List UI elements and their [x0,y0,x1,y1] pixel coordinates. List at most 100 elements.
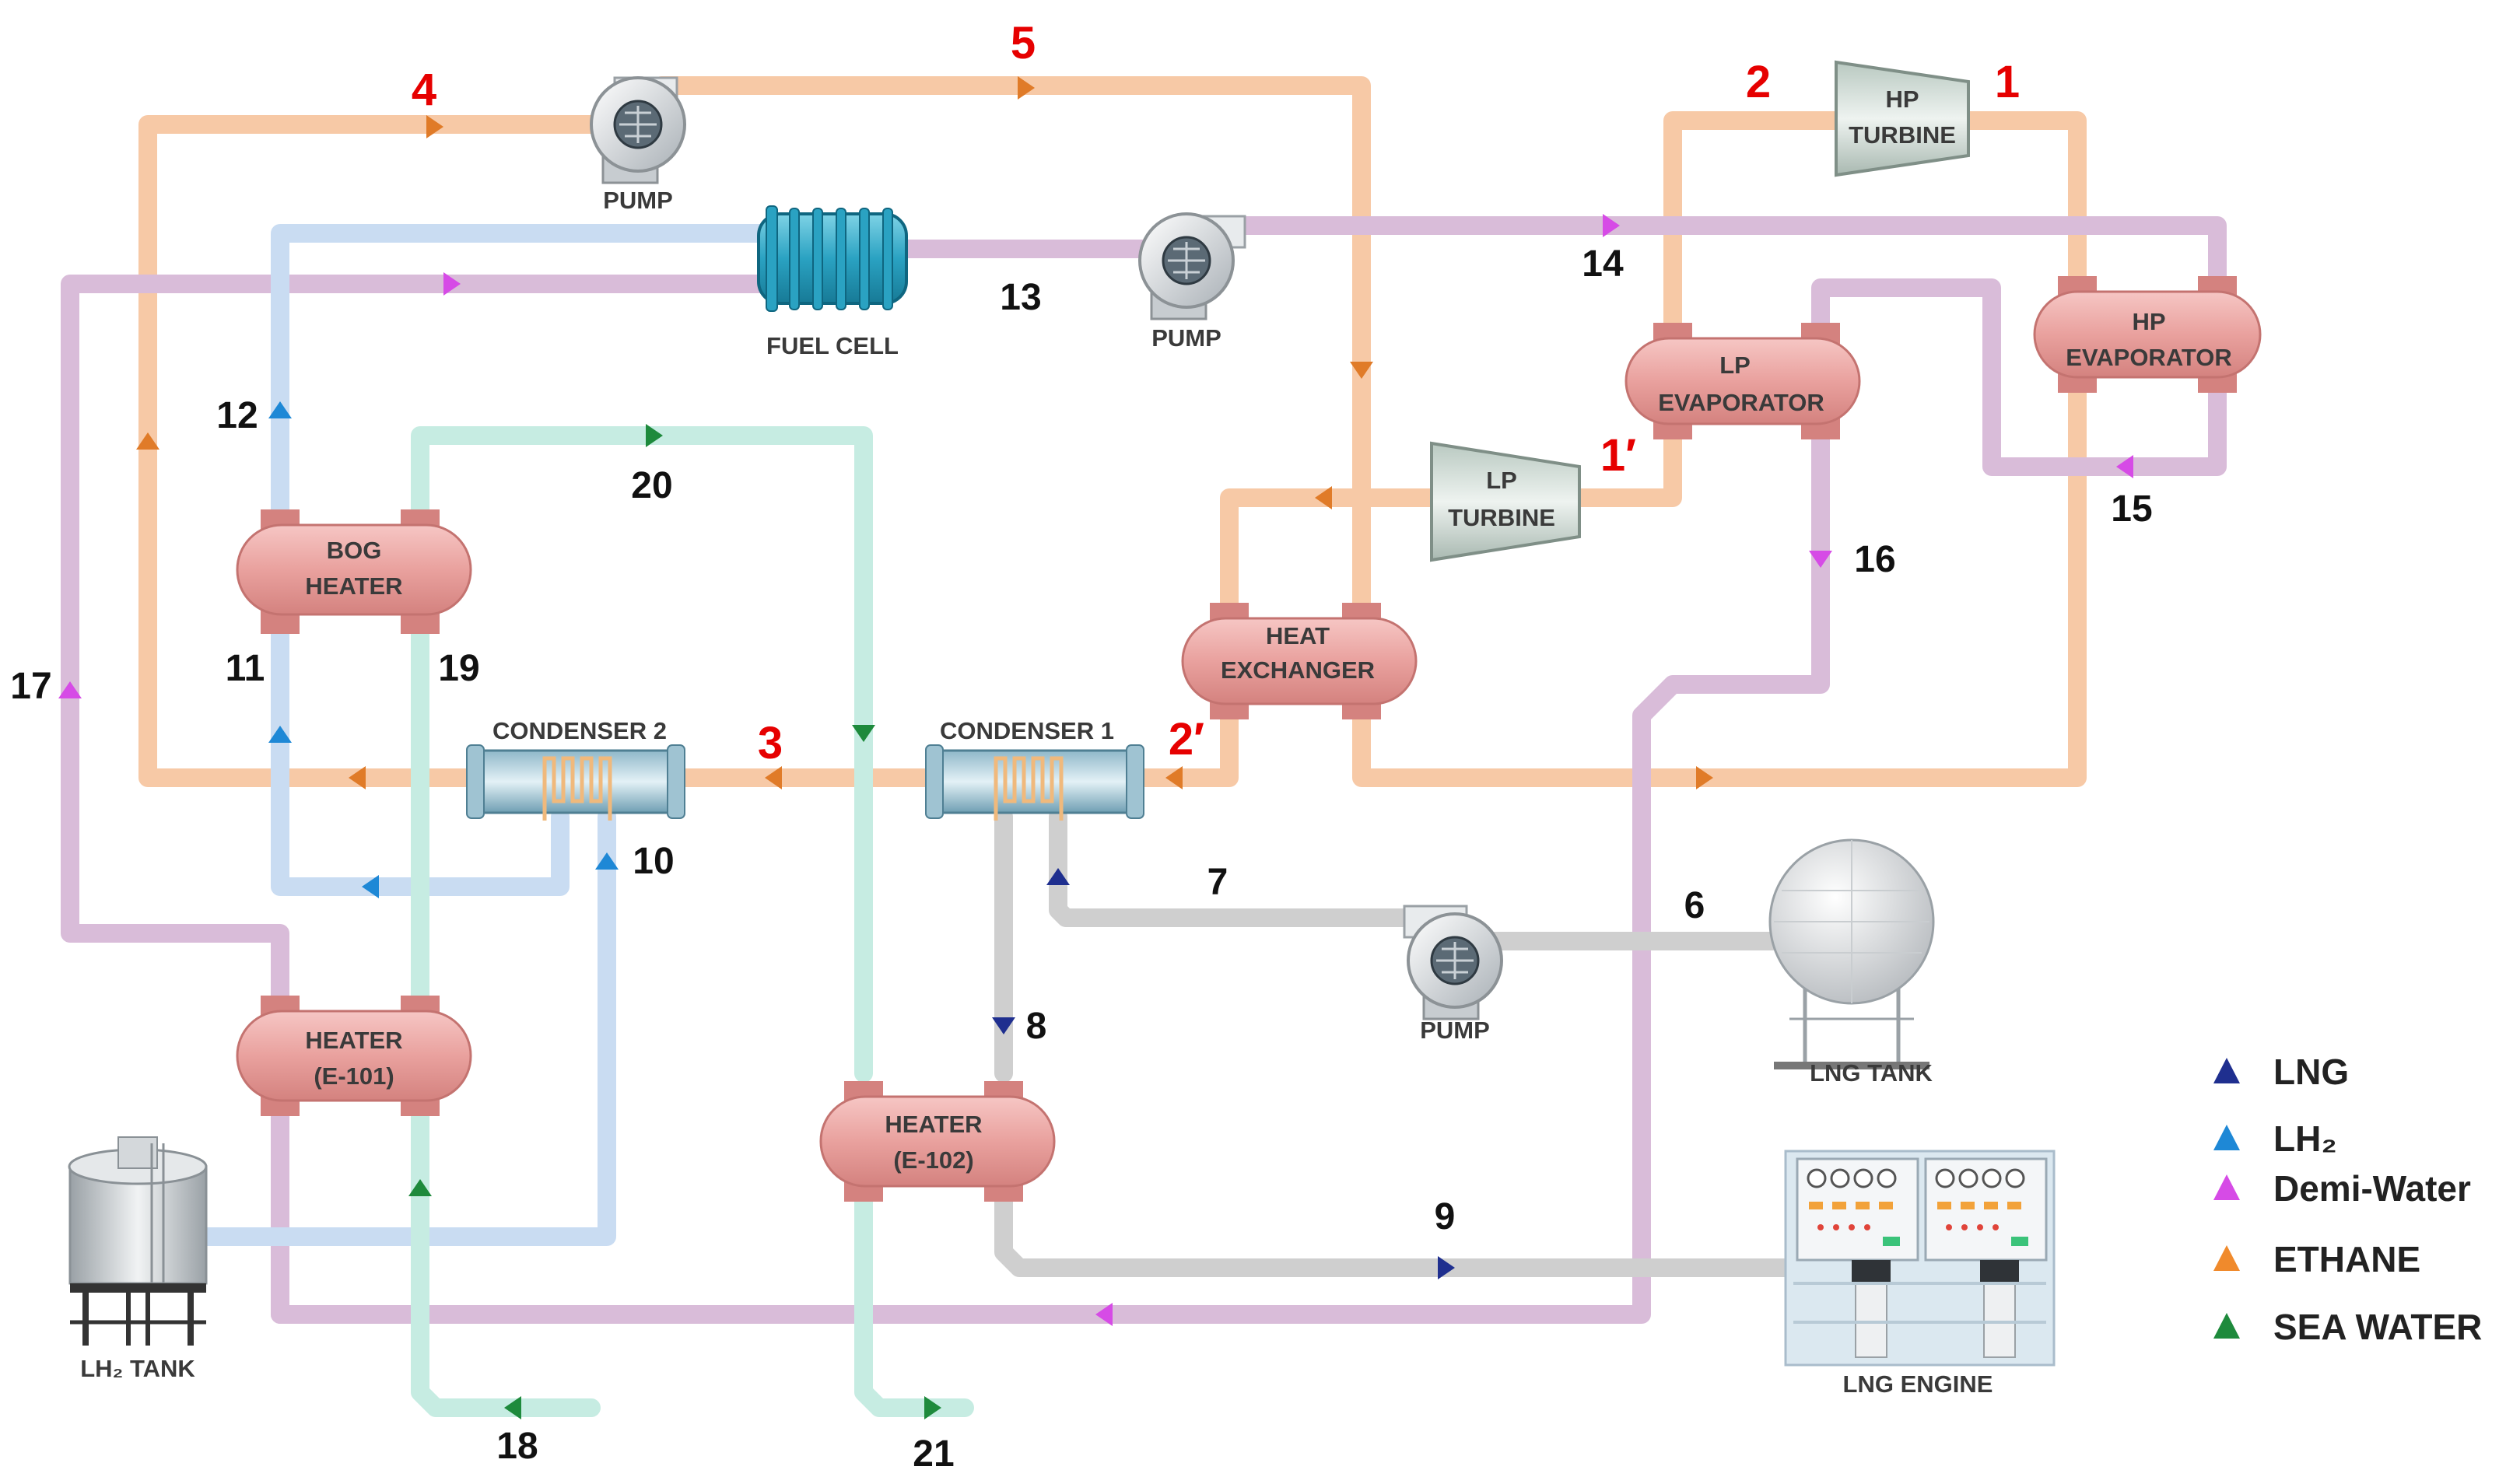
flow-arrow-demi-water-17 [58,681,82,698]
stream-10: 10 [633,841,674,882]
pump-middle-label: PUMP [1151,324,1221,352]
stream-13: 13 [1000,277,1041,318]
flow-arrow-sea-water-18 [504,1396,521,1419]
legend-ethane-label: ETHANE [2273,1239,2420,1279]
legend-item-lng: LNG [2213,1052,2349,1092]
flow-arrow-lh2-bottom [362,875,379,898]
flow-arrow-ethane-left-riser [136,432,159,450]
stream-20: 20 [631,465,672,506]
condenser-2: CONDENSER 2 [466,717,685,821]
flow-arrow-demi-water-14 [1603,214,1620,237]
legend-lh2-label: LH₂ [2273,1118,2337,1159]
pump-middle: PUMP [1138,212,1246,352]
legend: LNG LH₂ Demi-Water ETHANE SEA WATER [2213,1052,2482,1347]
condenser-2-coil-icon [542,756,612,821]
heat-exchanger-label-line1: HEAT [1266,622,1330,649]
heater-e102: HEATER (E-102) [819,1081,1056,1202]
condenser-1-coil-icon [994,756,1064,821]
demi-water-pipes [61,216,2227,1324]
flow-arrow-ethane-4 [426,115,443,138]
lp-evaporator-label-line2: EVAPORATOR [1658,389,1824,416]
condenser-1: CONDENSER 1 [925,717,1144,821]
stream-11: 11 [226,648,265,689]
flow-arrow-sea-water-down [852,725,875,742]
legend-item-sea-water: SEA WATER [2213,1307,2482,1347]
legend-sea-water-label: SEA WATER [2273,1307,2482,1347]
lp-turbine-label-line1: LP [1486,467,1517,494]
flow-arrow-sea-water-21 [924,1396,941,1419]
heater-e102-label-line2: (E-102) [893,1146,973,1174]
flow-arrow-sea-water-up [408,1179,432,1196]
demi-water-pipe-heater-to-fc [61,275,772,1020]
flow-arrow-lh2-10 [595,852,619,870]
lng-engine-label: LNG ENGINE [1843,1370,1993,1398]
flow-arrow-ethane-bottom [1696,766,1713,789]
legend-item-lh2: LH₂ [2213,1118,2337,1159]
flow-arrow-demi-water-bottom [1095,1303,1113,1326]
stream-14: 14 [1582,243,1624,285]
fuel-cell: FUEL CELL [757,205,908,359]
demi-water-pipe-lp-evap-down [271,395,1830,1324]
state-point-1-prime: 1′ [1600,430,1636,481]
legend-lh2-triangle-icon [2213,1125,2240,1150]
lp-turbine: LP TURBINE [1430,441,1581,562]
flow-arrow-lh2-12 [268,401,292,418]
ethane-pipe-lp-turbine-to-hx [1220,488,1441,632]
sea-water-pipe-e102-to-21 [854,1173,974,1417]
stream-15: 15 [2111,488,2152,530]
heater-e101: HEATER (E-101) [236,996,472,1116]
heat-exchanger-label-line2: EXCHANGER [1221,656,1375,684]
ethane-pipe-hx-to-hp-evap [1352,691,2087,787]
bog-heater-label-line1: BOG [327,537,382,564]
stream-12: 12 [216,395,258,436]
lng-pipes [994,807,1838,1277]
ethane-pipe-lp-evap-to-lp-turbine [1570,403,1682,507]
flow-arrow-demi-water-16 [1809,551,1832,568]
heater-e102-label-line1: HEATER [885,1111,982,1138]
stream-16: 16 [1854,539,1895,580]
ethane-pipes [138,76,2087,787]
legend-lng-label: LNG [2273,1052,2349,1092]
state-point-2-prime: 2′ [1169,714,1204,765]
flow-arrow-ethane-down [1350,362,1373,379]
hp-evaporator-label-line1: HP [2132,308,2165,335]
flow-arrow-ethane-3-left [349,766,366,789]
stream-9: 9 [1435,1196,1456,1237]
state-point-5: 5 [1011,18,1036,68]
flow-arrow-ethane-5 [1018,76,1035,100]
pump-lng: PUMP [1403,905,1503,1044]
stream-6: 6 [1684,885,1705,926]
lng-pipe-pump-to-condenser1 [1049,807,1425,927]
lp-turbine-label-line2: TURBINE [1448,504,1555,531]
stream-labels: 6 7 8 9 10 11 12 13 14 15 16 17 18 19 20… [10,243,2152,1475]
hp-turbine: HP TURBINE [1835,60,1970,177]
flow-arrow-ethane-2prime [1165,766,1183,789]
flow-arrow-lh2-11 [268,726,292,743]
stream-7: 7 [1207,862,1228,903]
stream-8: 8 [1026,1006,1047,1047]
hp-evaporator: HP EVAPORATOR [2033,276,2262,393]
sea-water-pipe-18-to-bog [411,1080,601,1417]
state-point-2: 2 [1746,57,1771,107]
heater-e101-label-line1: HEATER [305,1027,402,1054]
pump-top: PUMP [590,76,686,214]
ethane-pipe-pump-to-hx [652,76,1371,632]
sea-water-pipes [411,426,974,1417]
pump-lng-label: PUMP [1420,1017,1490,1044]
legend-demi-water-triangle-icon [2213,1174,2240,1200]
flow-arrow-sea-water-20 [646,424,663,447]
lp-evaporator-label-line1: LP [1719,352,1751,379]
flow-arrow-lng-8 [992,1017,1015,1034]
legend-item-ethane: ETHANE [2213,1239,2420,1279]
state-point-4: 4 [412,65,436,115]
lh2-tank: LH₂ TANK [68,1136,208,1382]
fuel-cell-label: FUEL CELL [766,332,899,359]
state-point-1: 1 [1995,57,2020,107]
sea-water-pipe-bog-to-top [411,426,873,1083]
lng-tank-label: LNG TANK [1810,1059,1933,1087]
state-point-3: 3 [758,718,783,768]
legend-sea-water-triangle-icon [2213,1313,2240,1339]
hp-evaporator-label-line2: EVAPORATOR [2066,344,2232,371]
condenser-1-label: CONDENSER 1 [940,717,1114,744]
flow-arrow-ethane-lp-turbine [1315,486,1332,509]
